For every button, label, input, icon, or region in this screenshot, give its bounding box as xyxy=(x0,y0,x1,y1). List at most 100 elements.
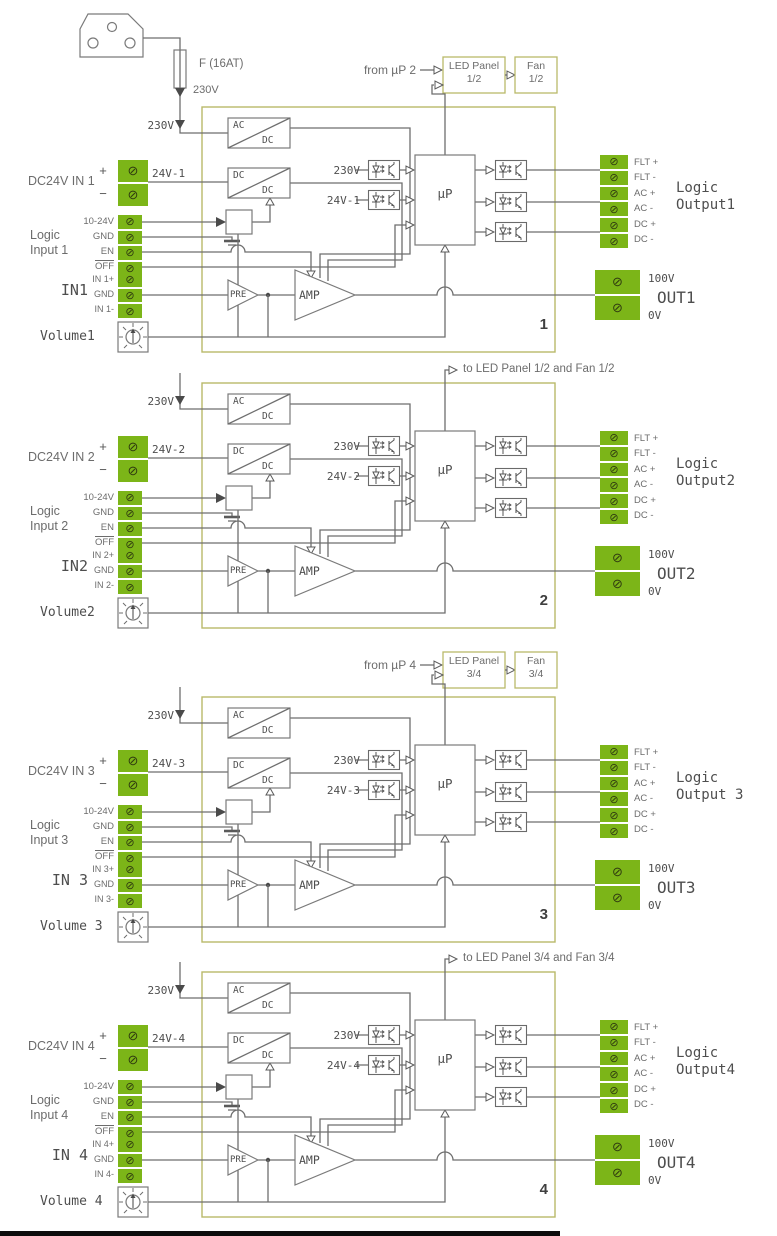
screw-icon: ⊘ xyxy=(609,203,619,216)
out-term-label: DC + xyxy=(634,1084,656,1095)
logic-input-terminal-block: ⊘ ⊘ ⊘ ⊘ xyxy=(118,805,142,865)
switch-box xyxy=(225,209,253,235)
screw-icon: ⊘ xyxy=(127,163,139,178)
opto-input-label: 24V-3 xyxy=(326,784,360,797)
out-term-label: DC - xyxy=(634,510,654,521)
acdc-label-bottom: DC xyxy=(262,411,274,422)
channel-wiring xyxy=(117,954,600,1218)
fan-box xyxy=(514,56,558,94)
volume-knob-icon xyxy=(117,597,149,629)
microprocessor-box xyxy=(414,430,476,522)
converter-boxes xyxy=(225,117,291,235)
logic-arrow-icon xyxy=(216,493,226,503)
out-term-label: AC - xyxy=(634,203,653,214)
terminal-cell: ⊘ xyxy=(118,836,142,852)
speaker-output-terminal-block: ⊘ ⊘ xyxy=(595,270,640,320)
speaker-output-terminal-block: ⊘ ⊘ xyxy=(595,546,640,596)
volume-label: Volume 3 xyxy=(40,919,103,934)
logic-output-terminal-block: ⊘ ⊘ ⊘ ⊘ ⊘ ⊘ xyxy=(600,745,628,838)
input-term-label: IN 2- xyxy=(94,580,114,590)
pre-label: PRE xyxy=(230,566,247,576)
dc-wire-label: 24V-1 xyxy=(152,167,186,180)
logic-output-label-line2: Output1 xyxy=(676,197,736,213)
out-0v-label: 0V xyxy=(648,585,662,598)
converter-boxes xyxy=(225,707,291,825)
speaker-output-terminal-block: ⊘ ⊘ xyxy=(595,860,640,910)
out-0v-label: 0V xyxy=(648,1174,662,1187)
dcdc-label-top: DC xyxy=(233,1035,245,1046)
power-amplifier xyxy=(294,545,357,597)
opto-input-label: 230V xyxy=(333,440,361,453)
amplifier-channel: ⊘ ⊘ ⊘ ⊘ ⊘ ⊘ ⊘ ⊘ ⊘ ⊘ ⊘ ⊘ ⊘ ⊘ ⊘ ⊘ ⊘ 230V D… xyxy=(0,62,777,362)
fan-number: 3/4 xyxy=(528,668,544,680)
dcdc-label-bottom: DC xyxy=(262,775,274,786)
screw-icon: ⊘ xyxy=(125,492,135,505)
optocoupler-icon xyxy=(494,221,528,243)
dc24v-terminal-block: ⊘ ⊘ xyxy=(118,1025,148,1071)
terminal-cell: ⊘ xyxy=(118,1049,148,1071)
dc24v-terminal-block: ⊘ ⊘ xyxy=(118,160,148,206)
screw-icon: ⊘ xyxy=(609,809,619,822)
fan-box xyxy=(514,651,558,689)
terminal-cell: ⊘ xyxy=(600,1083,628,1100)
logic-input-terminal-block: ⊘ ⊘ ⊘ ⊘ xyxy=(118,215,142,275)
terminal-cell: ⊘ xyxy=(600,463,628,479)
screw-icon: ⊘ xyxy=(127,753,139,768)
converter-boxes xyxy=(225,393,291,511)
screw-icon: ⊘ xyxy=(609,432,619,445)
dc24v-terminal-block: ⊘ ⊘ xyxy=(118,436,148,482)
terminal-cell: ⊘ xyxy=(118,460,148,482)
input-term-label: GND xyxy=(94,1154,114,1164)
mains-assembly-graphics xyxy=(79,13,187,97)
screw-icon: ⊘ xyxy=(125,216,135,229)
logic-term-label: 10-24V xyxy=(83,216,114,227)
logic-term-label: 10-24V xyxy=(83,1081,114,1092)
volume-label: Volume 4 xyxy=(40,1194,103,1209)
channel-wiring xyxy=(117,670,600,943)
led-panel-number: 3/4 xyxy=(466,668,482,680)
channel-number: 1 xyxy=(539,316,548,333)
dcdc-label-top: DC xyxy=(233,760,245,771)
screw-icon: ⊘ xyxy=(125,1170,135,1183)
audio-input-terminal-block: ⊘ ⊘ ⊘ xyxy=(118,549,142,594)
to-led-panel-note: to LED Panel 1/2 and Fan 1/2 xyxy=(463,363,615,375)
out-term-label: AC + xyxy=(634,1053,656,1064)
screw-icon: ⊘ xyxy=(609,1068,619,1081)
microprocessor-label: µP xyxy=(437,1051,453,1066)
logic-output-label-line2: Output4 xyxy=(676,1062,736,1078)
screw-icon: ⊘ xyxy=(609,762,619,775)
logic-input-label-line1: Logic xyxy=(30,818,60,832)
optocoupler-icon xyxy=(367,435,401,457)
out-term-label: AC - xyxy=(634,1068,653,1079)
screw-icon: ⊘ xyxy=(609,1053,619,1066)
optocoupler-icon xyxy=(494,1056,528,1078)
pre-label: PRE xyxy=(230,290,247,300)
screw-icon: ⊘ xyxy=(609,778,619,791)
logic-input-label-line2: Input 3 xyxy=(30,833,69,847)
input-term-label: GND xyxy=(94,289,114,299)
screw-icon: ⊘ xyxy=(609,188,619,201)
terminal-cell: ⊘ xyxy=(118,852,142,866)
acdc-label-bottom: DC xyxy=(262,135,274,146)
acdc-label-top: AC xyxy=(233,120,245,131)
out-term-label: AC + xyxy=(634,188,656,199)
wires xyxy=(142,954,600,1203)
screw-icon: ⊘ xyxy=(125,1155,135,1167)
screw-icon: ⊘ xyxy=(127,1028,139,1043)
to-led-panel-note: to LED Panel 3/4 and Fan 3/4 xyxy=(463,952,615,964)
channel-number: 2 xyxy=(539,592,548,609)
amplifier-channel: ⊘ ⊘ ⊘ ⊘ ⊘ ⊘ ⊘ ⊘ ⊘ ⊘ ⊘ ⊘ ⊘ ⊘ ⊘ ⊘ ⊘ 230V D… xyxy=(0,338,777,638)
out-100v-label: 100V xyxy=(648,272,675,285)
out-name-label: OUT2 xyxy=(657,564,696,583)
power-amplifier xyxy=(294,1134,357,1186)
screw-icon: ⊘ xyxy=(125,550,135,563)
out-name-label: OUT1 xyxy=(657,288,696,307)
input-term-label: IN 4- xyxy=(94,1169,114,1179)
logic-term-label: EN xyxy=(100,522,114,533)
terminal-cell: ⊘ xyxy=(600,155,628,171)
dc24v-in-label: DC24V IN 3 xyxy=(28,764,95,778)
logic-output-terminal-block: ⊘ ⊘ ⊘ ⊘ ⊘ ⊘ xyxy=(600,431,628,524)
terminal-cell: ⊘ xyxy=(595,572,640,596)
terminal-cell: ⊘ xyxy=(600,478,628,495)
